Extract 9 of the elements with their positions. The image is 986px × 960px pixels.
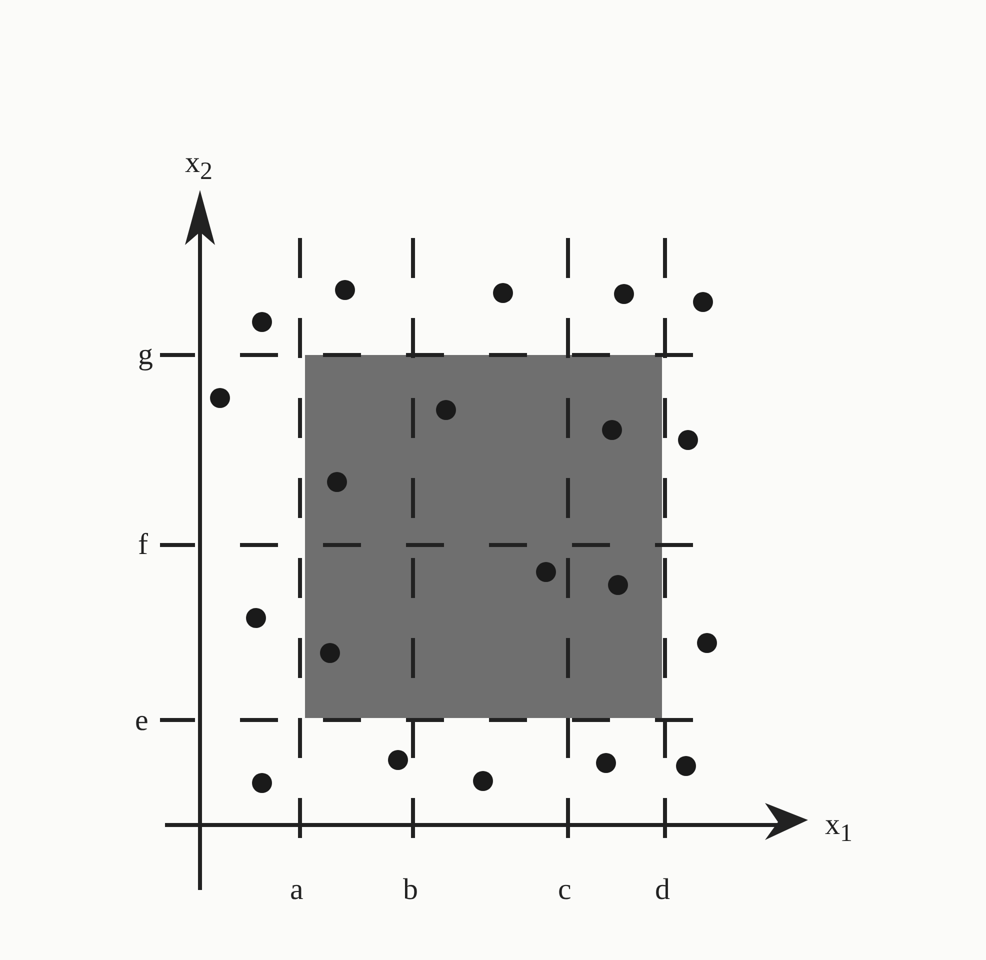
axis-label: d [655, 875, 670, 905]
axis-label: x$_{2}$ [185, 148, 212, 184]
axis-label: g [138, 340, 153, 370]
axis-label: b [403, 875, 418, 905]
axis-label: e [135, 706, 148, 736]
axis-label: a [290, 875, 304, 905]
axis-label: x$_{1}$ [825, 810, 852, 846]
axis-label: f [138, 530, 148, 560]
axis-label: c [558, 875, 572, 905]
